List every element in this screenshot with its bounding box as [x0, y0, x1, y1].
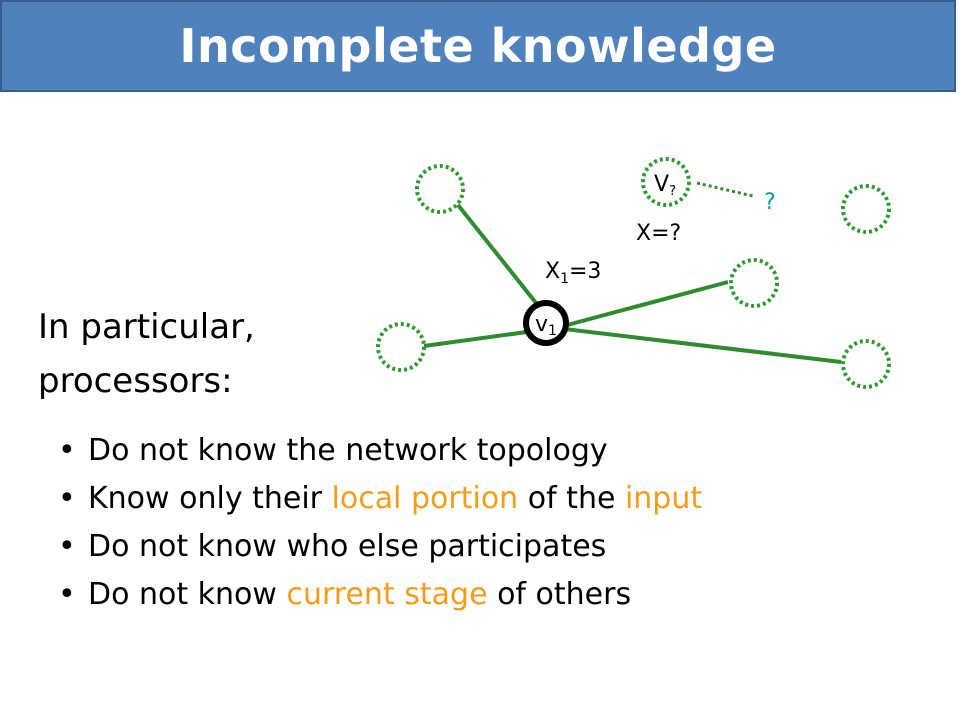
- unknown-dotted-edge: [696, 181, 754, 198]
- edge-to-right-node: [555, 280, 729, 330]
- bullet-text: of the: [518, 481, 625, 516]
- bullet-dot: •: [58, 481, 76, 516]
- bullet-text: Do not know the network topology: [88, 433, 608, 468]
- neighbor-node-top-left: [415, 164, 465, 214]
- neighbor-node-unknown: [641, 157, 691, 207]
- title-bar: Incomplete knowledge: [0, 0, 956, 92]
- neighbor-nodes: [376, 157, 891, 389]
- edges: [423, 203, 842, 364]
- intro-text: In particular, processors:: [38, 300, 255, 408]
- edge-label-x1: X1=3: [545, 259, 601, 287]
- edge-to-bottom-right-node: [555, 326, 842, 364]
- intro-line-2: processors:: [38, 361, 233, 401]
- bullet-highlight-text: input: [624, 481, 703, 516]
- intro-line-1: In particular,: [38, 307, 255, 347]
- bullet-text: Do not know: [88, 577, 287, 612]
- bullet-item: • Do not know the network topology: [58, 427, 702, 475]
- edge-label-unknown: X=?: [636, 221, 681, 246]
- bullet-list: • Do not know the network topology • Know o…: [58, 427, 702, 619]
- neighbor-node-right: [729, 258, 779, 308]
- bullet-text: Do not know who else participates: [88, 529, 607, 564]
- bullet-text: Know only their: [88, 481, 332, 516]
- bullet-highlight-text: current stage: [286, 577, 488, 612]
- bullet-dot: •: [58, 529, 76, 564]
- bullet-text: of others: [487, 577, 632, 612]
- bullet-item: • Do not know who else participates: [58, 523, 702, 571]
- bullet-item: • Know only their local portion of the in…: [58, 475, 702, 523]
- bullet-item: • Do not know current stage of others: [58, 571, 702, 619]
- bullet-highlight-text: local portion: [331, 481, 519, 516]
- center-node-label: v1: [535, 312, 557, 339]
- neighbor-node-far-right: [841, 184, 891, 234]
- unknown-node-label: V?: [654, 172, 676, 199]
- slide-title: Incomplete knowledge: [179, 19, 777, 73]
- unknown-neighbor-label: ?: [764, 190, 776, 215]
- neighbor-node-left: [376, 322, 426, 372]
- neighbor-node-bottom-right: [841, 339, 891, 389]
- center-node: [523, 300, 569, 346]
- bullet-dot: •: [58, 577, 76, 612]
- bullet-dot: •: [58, 433, 76, 468]
